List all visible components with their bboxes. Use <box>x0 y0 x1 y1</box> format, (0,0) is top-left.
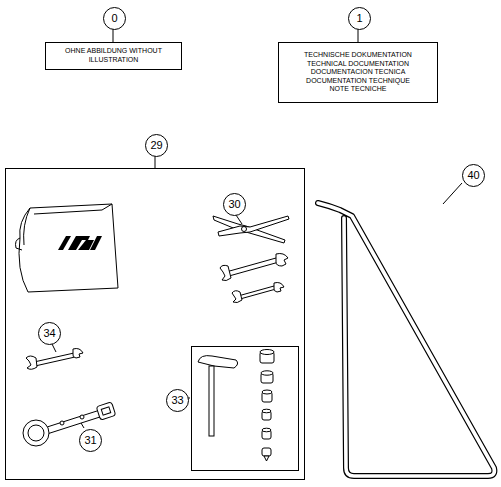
note-box: 0OHNE ABBILDUNG WITHOUT ILLUSTRATION <box>45 42 182 70</box>
note-text: OHNE ABBILDUNG WITHOUT ILLUSTRATION <box>64 47 164 64</box>
leader-line <box>443 183 462 204</box>
wrench <box>26 349 83 370</box>
stand-tube-inner <box>318 203 494 476</box>
wrench-shaft <box>238 286 276 299</box>
stand-tube <box>318 203 494 476</box>
callout-number: 29 <box>145 134 168 157</box>
leader-line <box>236 215 242 224</box>
pliers-pivot <box>242 227 247 232</box>
callout-number: 33 <box>166 389 189 412</box>
socket-box: 33 <box>191 346 299 471</box>
t-handle <box>198 356 238 368</box>
spanner-head <box>101 407 110 415</box>
leader-line <box>52 344 56 352</box>
wrench-head <box>73 349 83 359</box>
spanner-hole <box>80 415 84 419</box>
wrenches <box>220 254 288 303</box>
leader-line <box>358 29 359 42</box>
note-box: 1TECHNISCHE DOKUMENTATION TECHNICAL DOCU… <box>278 42 438 103</box>
callout-number: 34 <box>43 328 55 339</box>
spanner-ring <box>23 420 49 446</box>
wrench-head <box>220 265 231 280</box>
callout-number: 31 <box>84 435 96 446</box>
bag-logo <box>58 236 102 250</box>
callout-circle: 30 <box>223 193 246 216</box>
bag-outline <box>19 204 118 292</box>
kit-box: 3034333129 <box>5 168 305 480</box>
callout-number: 40 <box>467 170 479 181</box>
tool-bag <box>16 204 119 292</box>
spanner-ring <box>28 425 44 441</box>
wrench-head <box>276 254 288 267</box>
callout-circle: 34 <box>38 322 61 345</box>
callout-circle: 40 <box>462 164 485 187</box>
wrench-head <box>26 356 37 369</box>
note-text: TECHNISCHE DOKUMENTATION TECHNICAL DOCUM… <box>296 51 420 94</box>
leader-line <box>113 29 114 42</box>
wrench-head <box>232 291 242 303</box>
callout-number: 0 <box>103 7 126 30</box>
callout-circle: 31 <box>79 429 102 452</box>
stand <box>318 203 494 476</box>
pliers <box>213 216 289 243</box>
socket-set <box>198 350 274 462</box>
callout-number: 30 <box>228 199 240 210</box>
pliers-arm <box>218 216 289 236</box>
wrench-shaft <box>226 258 279 276</box>
callout-number: 1 <box>348 7 371 30</box>
bag-strap <box>16 238 23 250</box>
leader-line <box>155 156 156 168</box>
spanner-head <box>96 402 116 420</box>
hex-key <box>209 366 214 436</box>
sockets <box>260 350 274 462</box>
spanner-hole <box>60 421 64 425</box>
wrench-head <box>274 283 284 293</box>
wrench-shaft <box>34 353 75 366</box>
